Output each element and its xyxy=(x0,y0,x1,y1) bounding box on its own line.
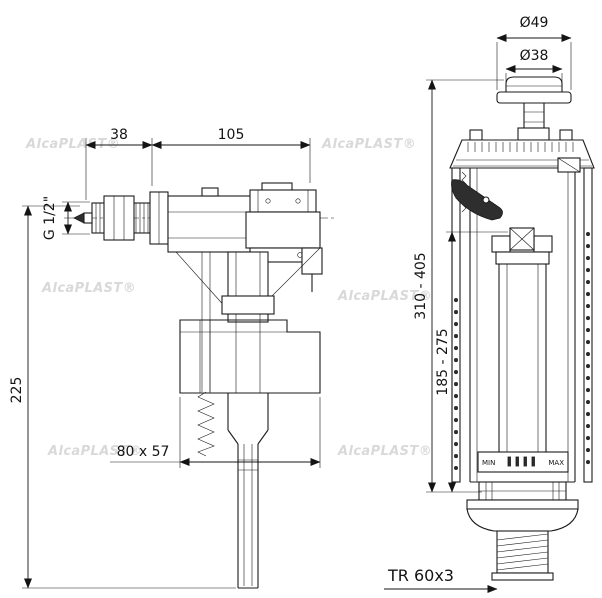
watermark: AlcaPLAST® xyxy=(42,281,137,296)
outlet-lip xyxy=(491,572,554,581)
dim-d49-label: Ø49 xyxy=(520,15,549,31)
flush-valve-drawing: Ø49 Ø38 xyxy=(384,15,595,593)
dimension-cup-80x57: 80 x 57 xyxy=(110,397,321,468)
dimension-thread-g12: G 1/2" xyxy=(42,196,90,240)
outlet-flange xyxy=(466,499,579,510)
tube-collar xyxy=(221,295,275,315)
valve-head xyxy=(245,211,321,249)
valve-top-collar xyxy=(449,127,595,169)
dim-inner-height-label: 185 - 275 xyxy=(435,328,451,395)
dimension-d38: Ø38 xyxy=(505,48,563,86)
watermark: AlcaPLAST® xyxy=(338,289,433,304)
float-arm-bracket xyxy=(301,247,323,275)
float-cup xyxy=(179,319,321,394)
fill-valve-drawing: 38 105 G 1/2" 225 xyxy=(9,127,334,589)
telescopic-tube xyxy=(227,393,269,589)
dim-225-label: 225 xyxy=(9,377,25,404)
ratchet-lever xyxy=(451,171,503,221)
overflow-tube xyxy=(491,227,553,452)
fill-valve-rod-spring xyxy=(197,252,215,457)
button-skirt xyxy=(496,91,572,104)
dimension-105: 105 xyxy=(151,127,311,149)
shank-nut xyxy=(103,195,135,241)
dimension-outlet-thread: TR 60x3 xyxy=(384,566,498,593)
min-max-band: MIN MAX xyxy=(477,451,569,473)
thread-size-label: G 1/2" xyxy=(42,196,58,240)
dim-105-label: 105 xyxy=(218,127,245,143)
inlet-pin-tip xyxy=(73,212,85,224)
spring xyxy=(197,391,215,457)
right-rail xyxy=(583,167,593,483)
flange-dome xyxy=(466,508,579,532)
outlet-thread-hatch xyxy=(496,533,549,571)
fill-valve-inlet xyxy=(73,191,169,245)
button-dome xyxy=(505,76,563,93)
dimension-total-height: 310 - 405 xyxy=(413,79,504,493)
collar-ticks xyxy=(467,142,574,152)
dim-d38-label: Ø38 xyxy=(520,48,549,64)
dim-total-height-label: 310 - 405 xyxy=(413,252,429,319)
valve-base-outlet xyxy=(466,481,579,581)
rod xyxy=(201,252,211,392)
watermark: AlcaPLAST® xyxy=(48,444,143,459)
watermark: AlcaPLAST® xyxy=(338,444,433,459)
valve-body-shell xyxy=(451,157,593,483)
dim-cup-label: 80 x 57 xyxy=(117,444,170,460)
scale-max-label: MAX xyxy=(548,459,564,467)
dim-38-label: 38 xyxy=(110,127,128,143)
dimension-225: 225 xyxy=(9,205,236,589)
watermark: AlcaPLAST® xyxy=(322,137,417,152)
dimension-inner-height: 185 - 275 xyxy=(435,231,508,493)
fill-valve-tube xyxy=(221,251,275,323)
valve-head-cap xyxy=(249,189,317,213)
dimension-d49: Ø49 xyxy=(496,15,572,90)
scale-min-label: MIN xyxy=(482,459,495,467)
outlet-thread-label: TR 60x3 xyxy=(387,566,454,585)
